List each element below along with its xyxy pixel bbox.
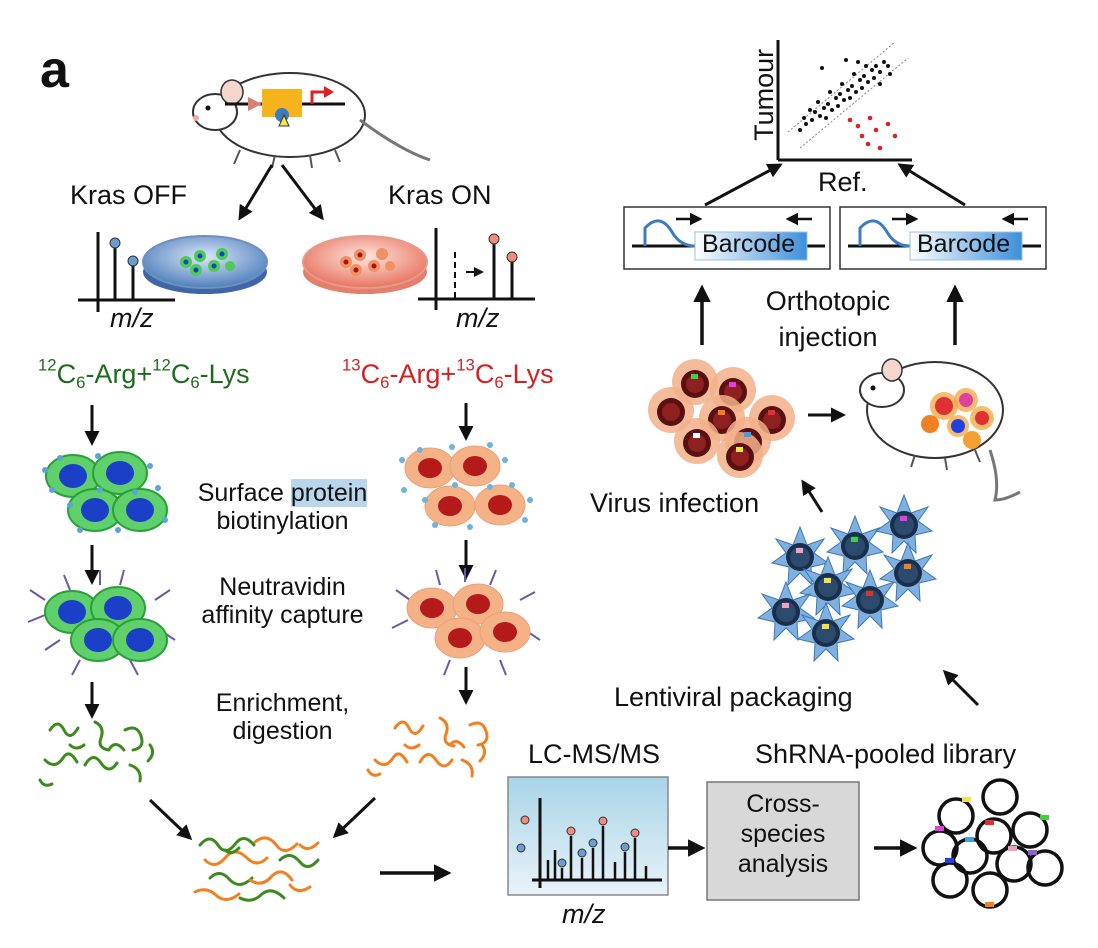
petri-dish-icon [302,235,428,294]
mouse-icon [192,72,431,169]
mouse-icon [859,358,1021,502]
virus-infection-label: Virus infection [590,488,760,518]
cell-icon [42,451,168,533]
peptide-icon [193,836,320,902]
kras-off-label: Kras OFF [70,180,188,210]
barcode-construct [623,206,831,270]
barcode-construct [839,206,1047,270]
step-enrichment-digestion: Enrichment, digestion [215,689,350,745]
cross-species-box [706,781,860,901]
petri-dish-icon [142,235,268,294]
barcode-label-right: Barcode [917,230,1011,258]
panel-label: a [40,41,69,99]
step-neutravidin-capture: Neutravidin affinity capture [201,573,364,629]
kras-on-label: Kras ON [388,180,492,210]
mz-label-left: m/z [110,303,154,333]
ref-axis-label: Ref. [818,167,868,197]
cell-icon [27,569,176,676]
arrow-icon [801,479,824,513]
tumour-axis-label: Tumour [749,48,780,141]
spectrum-icon [78,232,175,312]
lcms-label: LC-MS/MS [528,739,661,769]
cell-icon [399,442,533,530]
barcode-label-left: Barcode [702,230,796,258]
lentiviral-packaging-label: Lentiviral packaging [614,682,853,712]
cell-icon [648,359,795,478]
arrow-icon [332,796,377,839]
heavy-isotope-label: 13C6-Arg+13C6-Lys [342,355,554,393]
mz-label-right: m/z [456,303,500,333]
arrow-icon [704,163,783,207]
lcms-spectrum-box [507,776,669,896]
cross-species-label: Cross- species analysis [737,790,829,878]
step-surface-biotinylation: Surface protein biotinylation [197,479,368,535]
light-isotope-label: 12C6-Arg+12C6-Lys [38,355,250,393]
spectrum-icon [418,228,535,310]
tumour-ref-scatter [776,40,912,162]
virus-icon [757,494,937,662]
peptide-icon [366,716,489,778]
peptide-icon [38,720,155,787]
mz-label-bottom: m/z [562,899,606,929]
arrow-icon [942,669,980,707]
plasmid-icon [921,778,1064,909]
arrow-icon [897,163,966,207]
arrow-icon [148,798,193,841]
arrow-icon [280,164,324,221]
arrow-icon [238,164,274,221]
shrna-library-label: ShRNA-pooled library [755,739,1017,769]
cell-icon [391,568,541,676]
orthotopic-injection-label: Orthotopic injection [765,286,891,353]
